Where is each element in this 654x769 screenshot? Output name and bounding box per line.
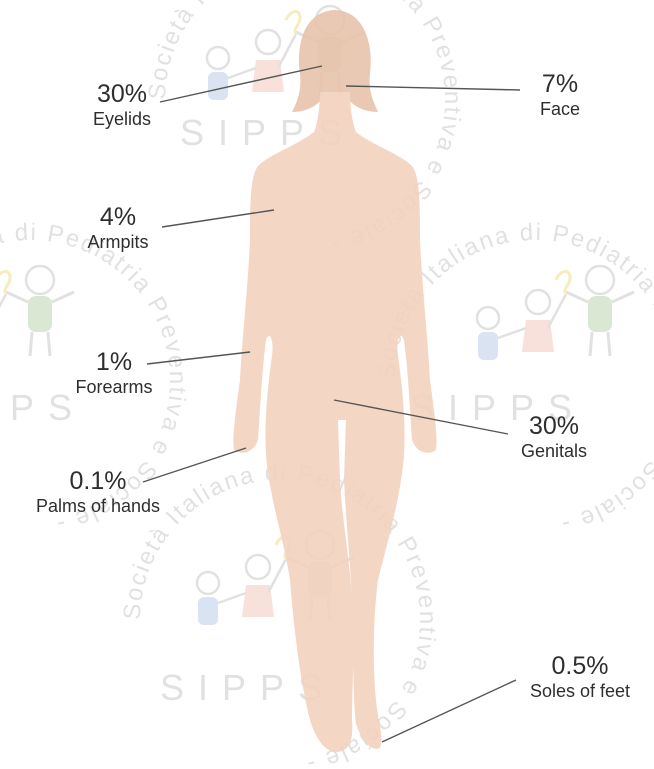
label-forearms: 1% Forearms — [62, 348, 166, 398]
body-part-name: Genitals — [508, 440, 600, 462]
label-face: 7% Face — [520, 70, 600, 120]
body-part-name: Eyelids — [82, 108, 162, 130]
body-part-name: Palms of hands — [16, 495, 180, 517]
label-palms: 0.1% Palms of hands — [16, 467, 180, 517]
body-part-name: Forearms — [62, 376, 166, 398]
body-part-name: Soles of feet — [510, 680, 650, 702]
body-part-name: Face — [520, 98, 600, 120]
leader-face — [346, 86, 520, 90]
percent-value: 7% — [520, 70, 600, 98]
percent-value: 4% — [78, 203, 158, 231]
percent-value: 30% — [82, 80, 162, 108]
percent-value: 1% — [62, 348, 166, 376]
body-part-name: Armpits — [78, 231, 158, 253]
percent-value: 30% — [508, 412, 600, 440]
leader-eyelids — [160, 66, 322, 102]
body — [233, 92, 436, 752]
label-soles: 0.5% Soles of feet — [510, 652, 650, 702]
label-genitals: 30% Genitals — [508, 412, 600, 462]
percent-value: 0.5% — [510, 652, 650, 680]
label-armpits: 4% Armpits — [78, 203, 158, 253]
percent-value: 0.1% — [16, 467, 180, 495]
label-eyelids: 30% Eyelids — [82, 80, 162, 130]
